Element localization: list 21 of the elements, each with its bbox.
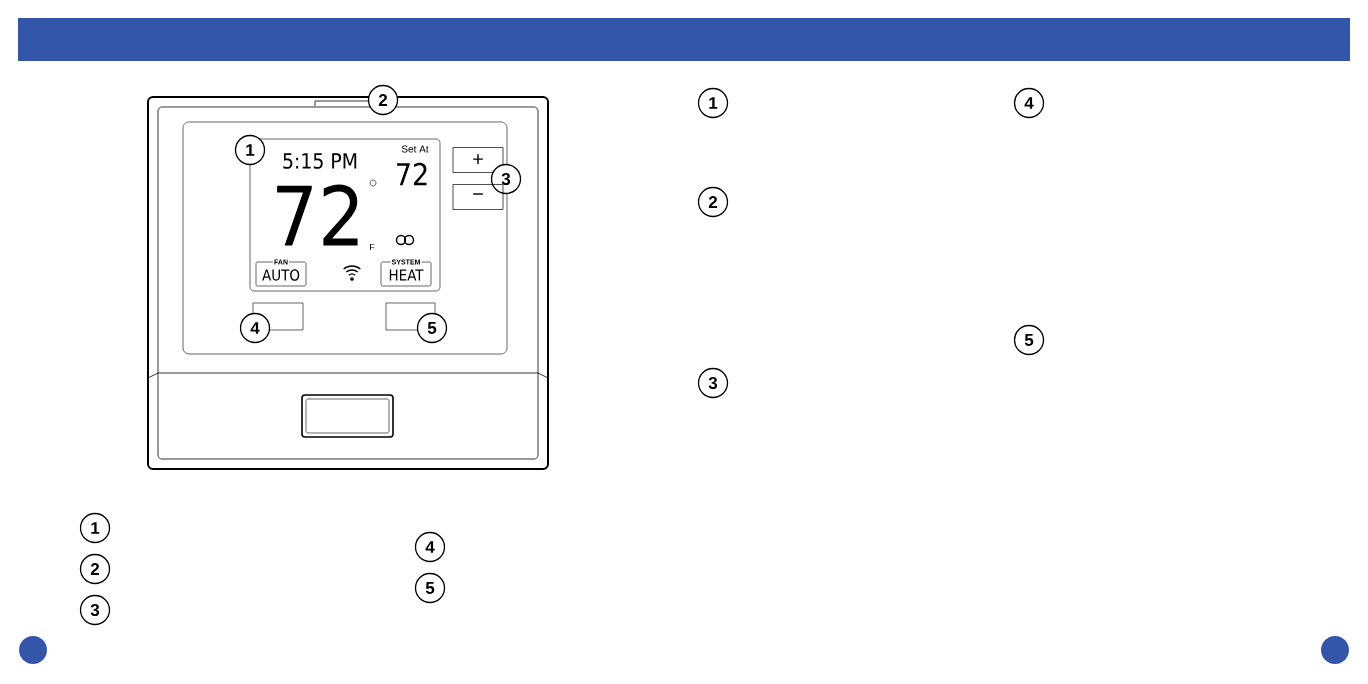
- setpoint-digits: 72: [397, 162, 427, 186]
- callout-number: 4: [1013, 87, 1045, 119]
- callout-number: 3: [697, 367, 729, 399]
- callout-number: 1: [234, 134, 266, 166]
- callout-number: 5: [416, 312, 448, 344]
- callout-number: 1: [79, 512, 111, 544]
- lcd-time: 5:15 PM: [283, 153, 357, 169]
- set-at-text: Set At: [401, 145, 429, 153]
- callout-number: 2: [367, 84, 399, 116]
- callout-number: 5: [414, 572, 446, 604]
- callout-number: 4: [239, 312, 271, 344]
- callout-number: 3: [490, 163, 522, 195]
- callout-number: 5: [1013, 324, 1045, 356]
- temperature-digits: 72: [277, 184, 358, 246]
- callout-number: 3: [79, 594, 111, 626]
- callout-number: 2: [79, 553, 111, 585]
- callout-number: 4: [414, 531, 446, 563]
- callout-number: 1: [697, 87, 729, 119]
- arrow-key: −: [452, 184, 504, 210]
- unit-letter: F: [370, 243, 375, 251]
- callout-number: 2: [697, 186, 729, 218]
